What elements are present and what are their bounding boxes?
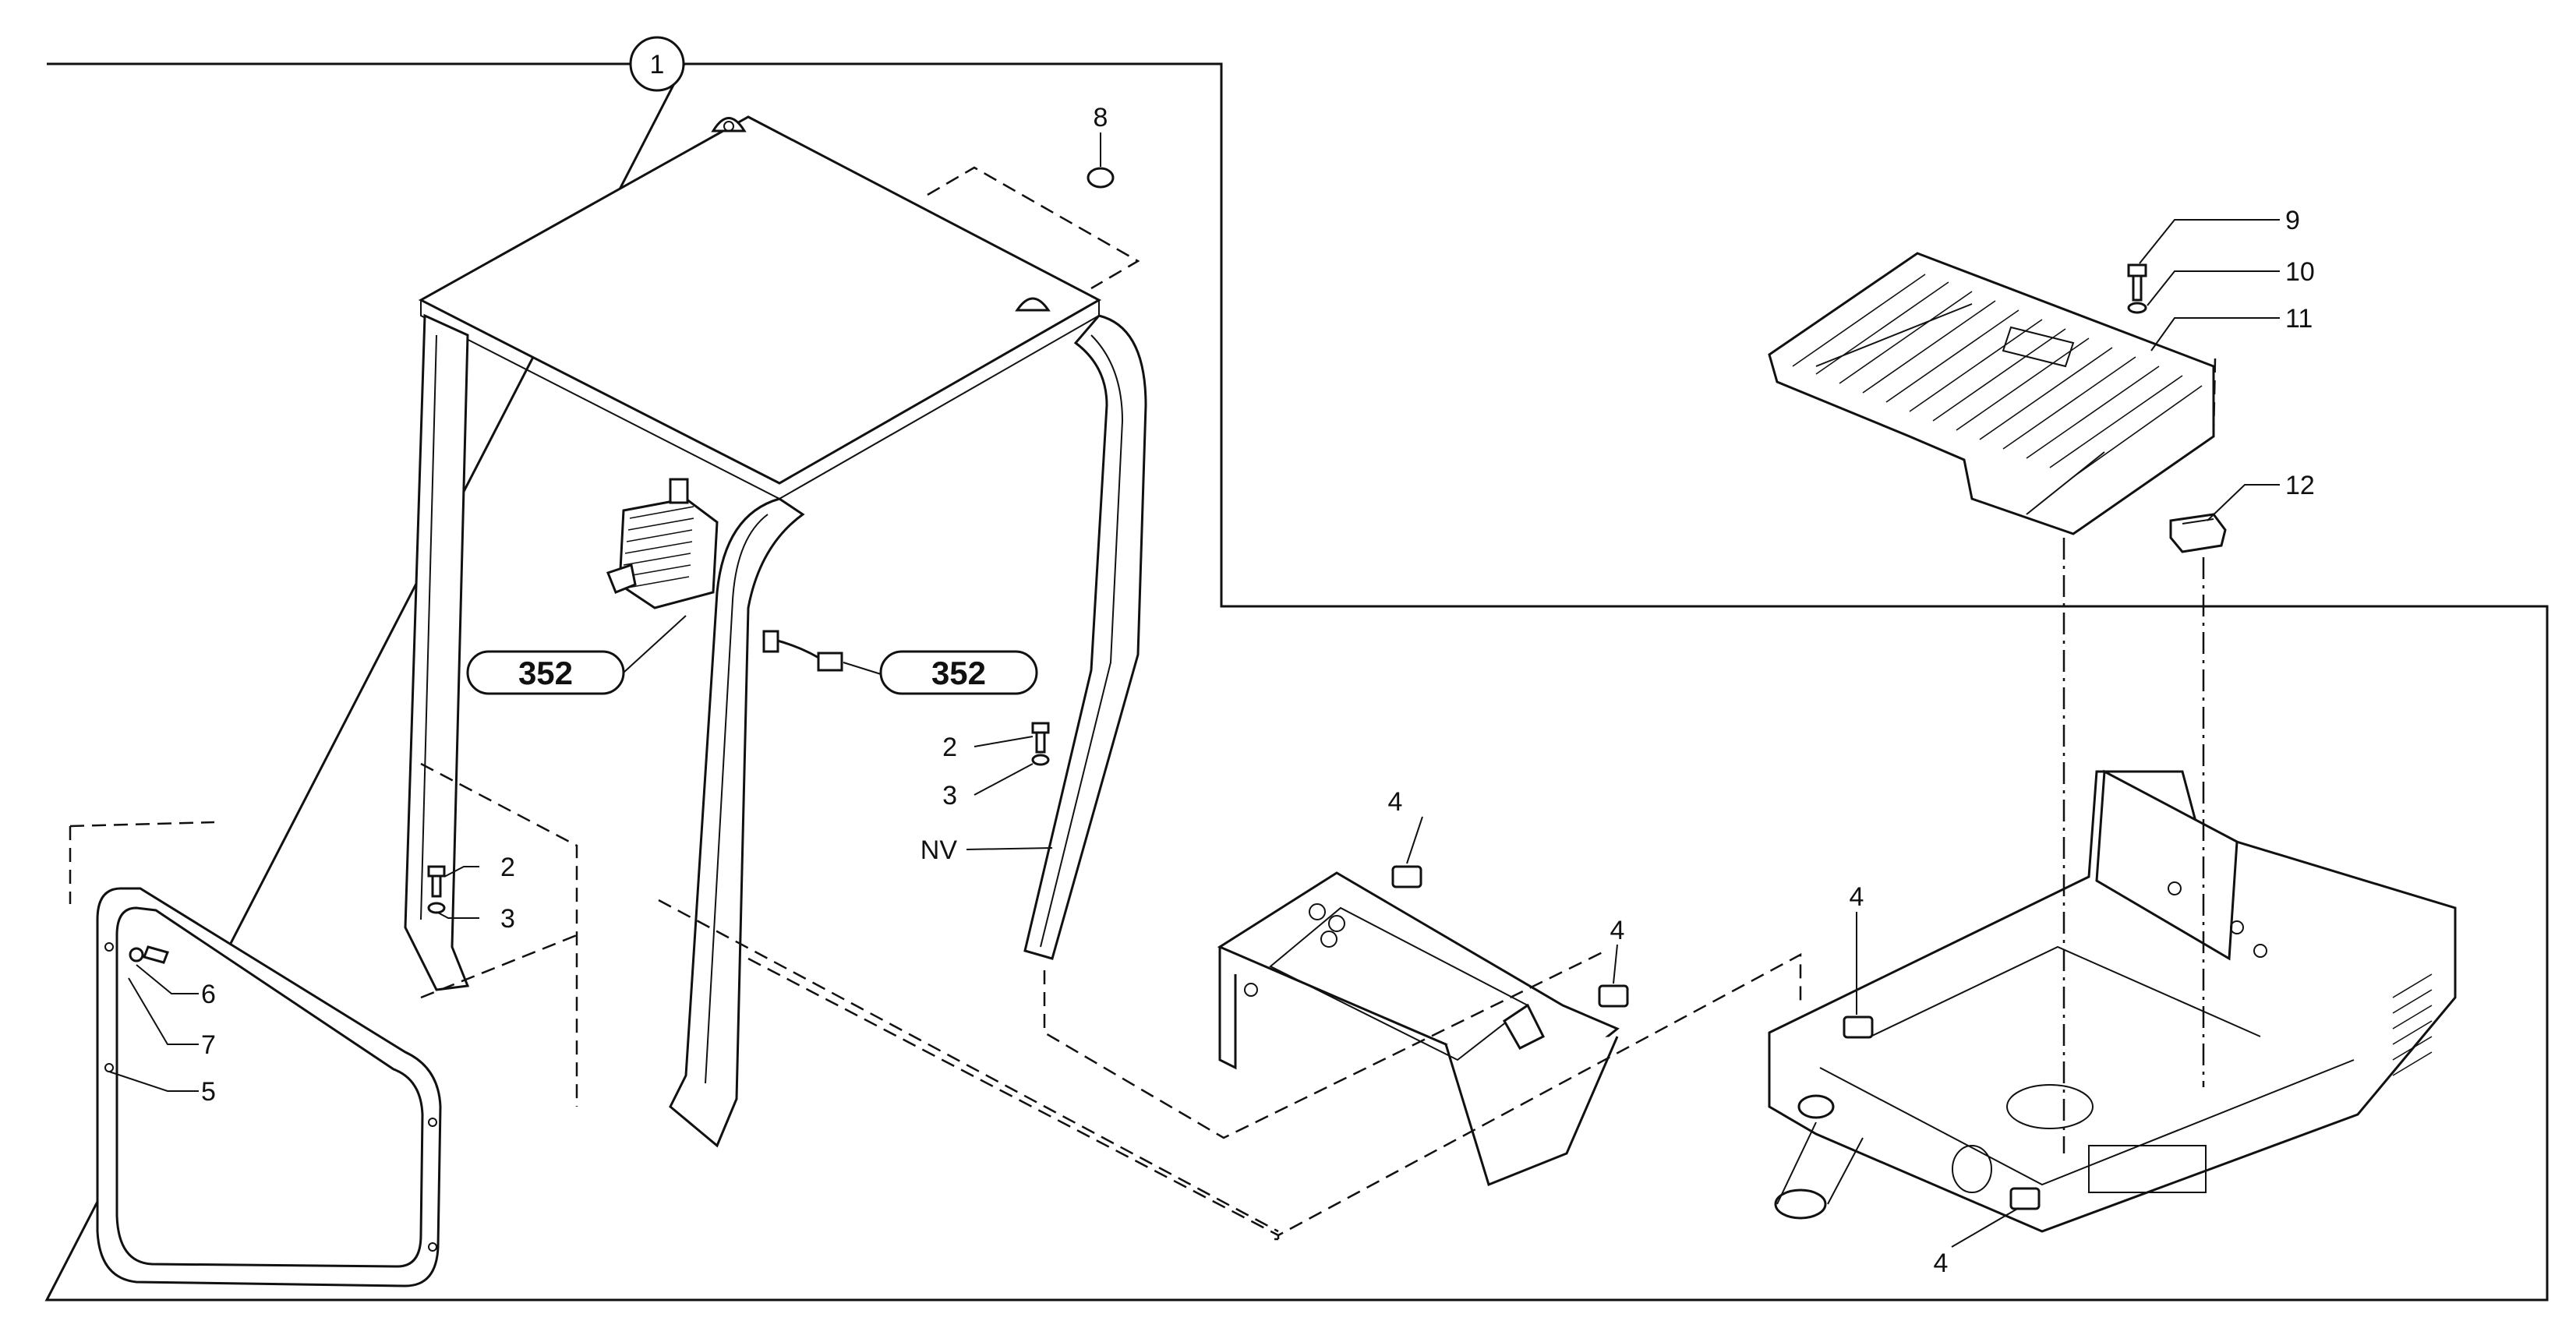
canopy-frame (404, 115, 1147, 1148)
installation-lines (69, 166, 2217, 1241)
assembly-number: 1 (650, 50, 665, 79)
mount-4c (1843, 1015, 1874, 1039)
callout-6: 6 (201, 980, 216, 1009)
work-light (606, 478, 719, 609)
washer-10 (2127, 302, 2147, 314)
mount-4a (1391, 865, 1422, 888)
callout-4-frame: 4 (1850, 882, 1864, 912)
callout-7: 7 (201, 1030, 216, 1060)
callout-12: 12 (2285, 471, 2315, 500)
floor-mat (1768, 252, 2215, 535)
callout-11: 11 (2285, 304, 2313, 334)
bolt-2-right (1031, 722, 1050, 754)
callout-4-seat: 4 (1388, 787, 1403, 817)
ref-label-right: 352 (931, 655, 986, 691)
washer-3-right (1031, 754, 1050, 766)
callout-4-seat-right: 4 (1610, 916, 1625, 945)
leader-lines (108, 132, 2280, 1248)
ref-badge-right: 352 (879, 650, 1038, 695)
mount-4b (1598, 984, 1629, 1008)
assembly-callout: 1 (629, 36, 685, 92)
bolt-2-left (427, 865, 446, 898)
callout-8: 8 (1094, 103, 1108, 132)
bolt-9 (2127, 263, 2147, 302)
callout-4-frame-bottom: 4 (1934, 1249, 1949, 1278)
callout-2-left: 2 (500, 853, 515, 882)
wire-connector (817, 652, 843, 672)
mount-4d (2009, 1187, 2041, 1210)
callout-2-right: 2 (942, 733, 957, 762)
washer-3-left (427, 902, 446, 914)
window-frame (96, 887, 442, 1287)
ref-badge-left: 352 (466, 650, 625, 695)
clip-12 (2169, 513, 2227, 553)
callout-3-right: 3 (942, 781, 957, 811)
callout-9: 9 (2285, 206, 2300, 235)
assembly-frame (44, 62, 2549, 1302)
seat-support (1217, 871, 1620, 1186)
callout-nv: NV (921, 835, 958, 865)
callout-3-left: 3 (500, 904, 515, 934)
callout-10: 10 (2285, 257, 2315, 287)
callout-5: 5 (201, 1077, 216, 1107)
grommet-8 (1087, 167, 1115, 189)
ref-label-left: 352 (518, 655, 573, 691)
upper-frame (1768, 769, 2457, 1233)
